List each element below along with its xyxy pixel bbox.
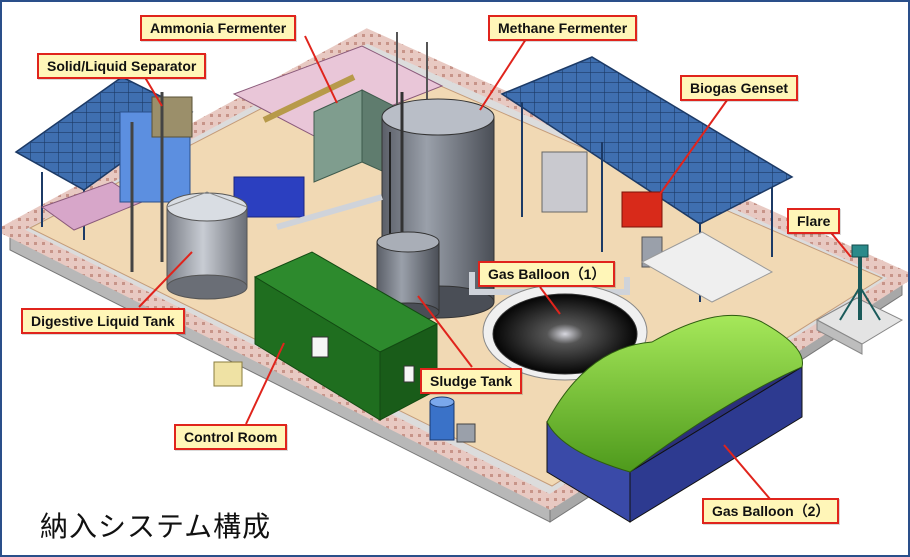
callout-methane-fermenter: Methane Fermenter xyxy=(488,15,637,41)
callout-ammonia-fermenter: Ammonia Fermenter xyxy=(140,15,296,41)
callout-control-room: Control Room xyxy=(174,424,287,450)
callout-flare: Flare xyxy=(787,208,840,234)
figure-caption: 納入システム構成 xyxy=(40,505,271,545)
callout-biogas-genset: Biogas Genset xyxy=(680,75,798,101)
callout-gas-balloon-2: Gas Balloon（2） xyxy=(702,498,839,524)
callout-sludge-tank: Sludge Tank xyxy=(420,368,522,394)
leader-gas-balloon-2 xyxy=(724,445,770,499)
digestive-liquid-tank xyxy=(167,192,247,299)
callout-gas-balloon-1: Gas Balloon（1） xyxy=(478,261,615,287)
yellow-utility-box xyxy=(214,362,242,386)
callout-solid-liquid-separator: Solid/Liquid Separator xyxy=(37,53,206,79)
callout-digestive-liquid-tank: Digestive Liquid Tank xyxy=(21,308,185,334)
